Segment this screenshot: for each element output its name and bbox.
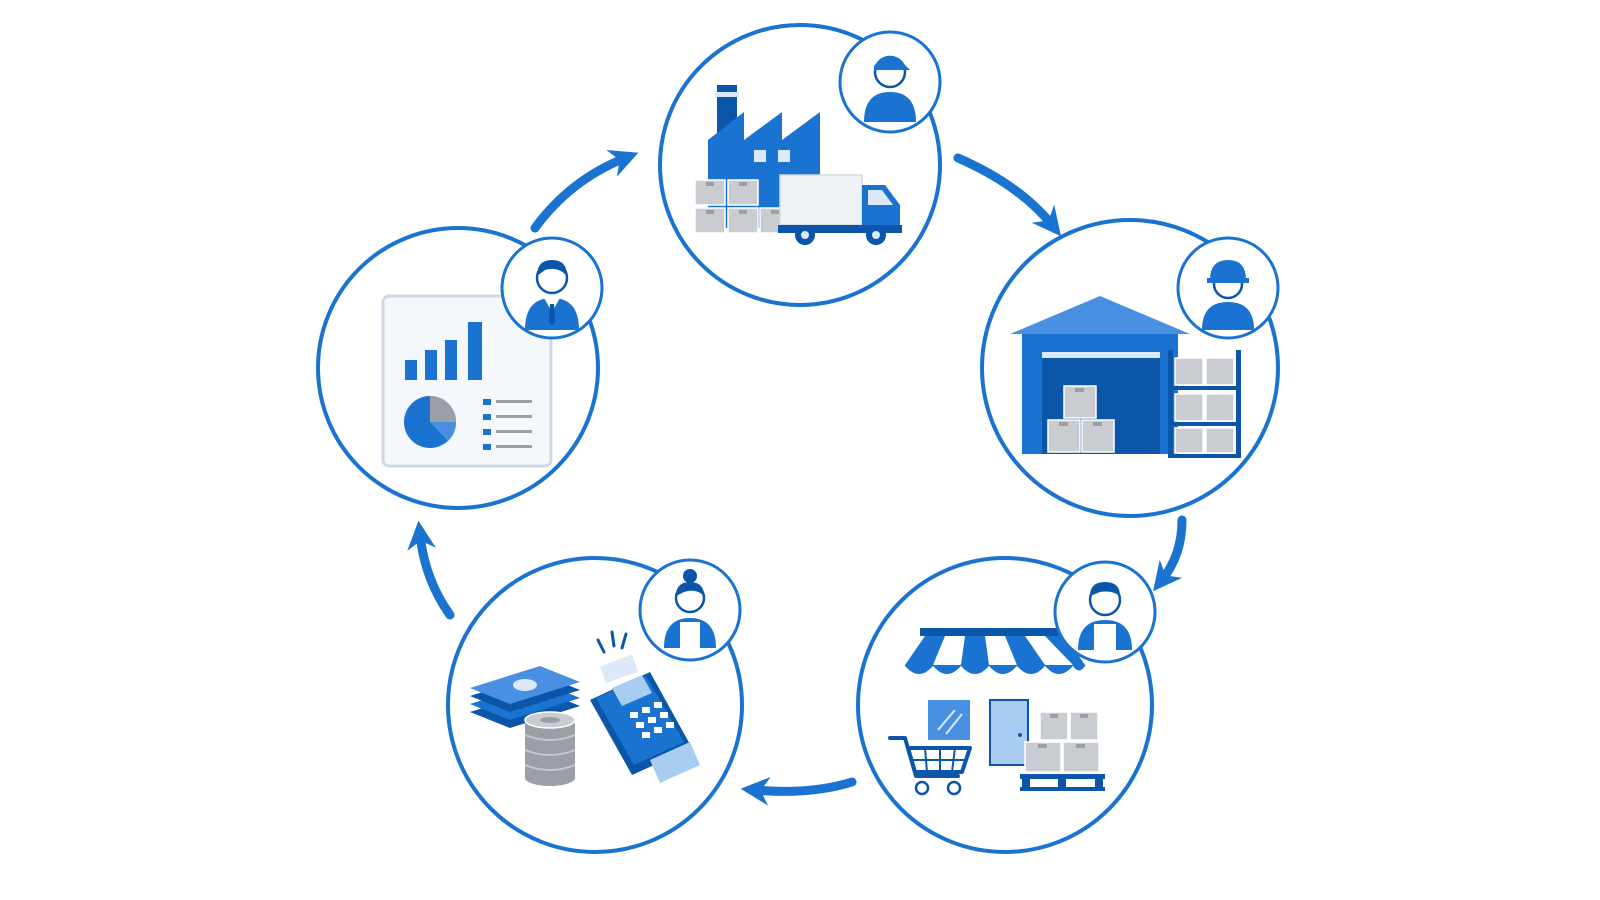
stage-manufacturing xyxy=(658,23,942,307)
legend-list-icon xyxy=(483,399,532,450)
cash-card-terminal-icon xyxy=(470,630,700,786)
warehouse-icon xyxy=(1010,296,1241,458)
stage-retail xyxy=(856,556,1157,854)
stage-payment xyxy=(446,556,744,854)
report-dashboard-icon xyxy=(381,294,553,468)
arrow-payment-to-analytics xyxy=(407,520,455,620)
cashier-woman-avatar-icon xyxy=(638,558,742,662)
stage-warehousing xyxy=(980,218,1280,518)
flow-arrows xyxy=(407,149,1187,806)
arrow-analytics-to-manufacturing xyxy=(530,149,639,233)
arrow-manufacturing-to-warehousing xyxy=(953,153,1061,237)
shopkeeper-avatar-icon xyxy=(1053,560,1157,664)
card-terminal-icon xyxy=(590,630,700,783)
banknote-stack-icon xyxy=(470,666,580,728)
stage-analytics xyxy=(316,226,604,510)
store-cart-icon xyxy=(888,628,1105,796)
pie-chart-icon xyxy=(404,396,457,448)
arrow-retail-to-payment xyxy=(740,776,857,806)
coin-stack-icon xyxy=(524,711,576,786)
arrow-warehousing-to-retail xyxy=(1153,515,1187,592)
worker-cap-avatar-icon xyxy=(838,30,942,134)
bar-chart-icon xyxy=(405,322,482,380)
factory-truck-icon xyxy=(694,85,902,245)
worker-hardhat-avatar-icon xyxy=(1176,236,1280,340)
manager-avatar-icon xyxy=(500,236,604,340)
shopping-cart-icon xyxy=(888,736,972,796)
